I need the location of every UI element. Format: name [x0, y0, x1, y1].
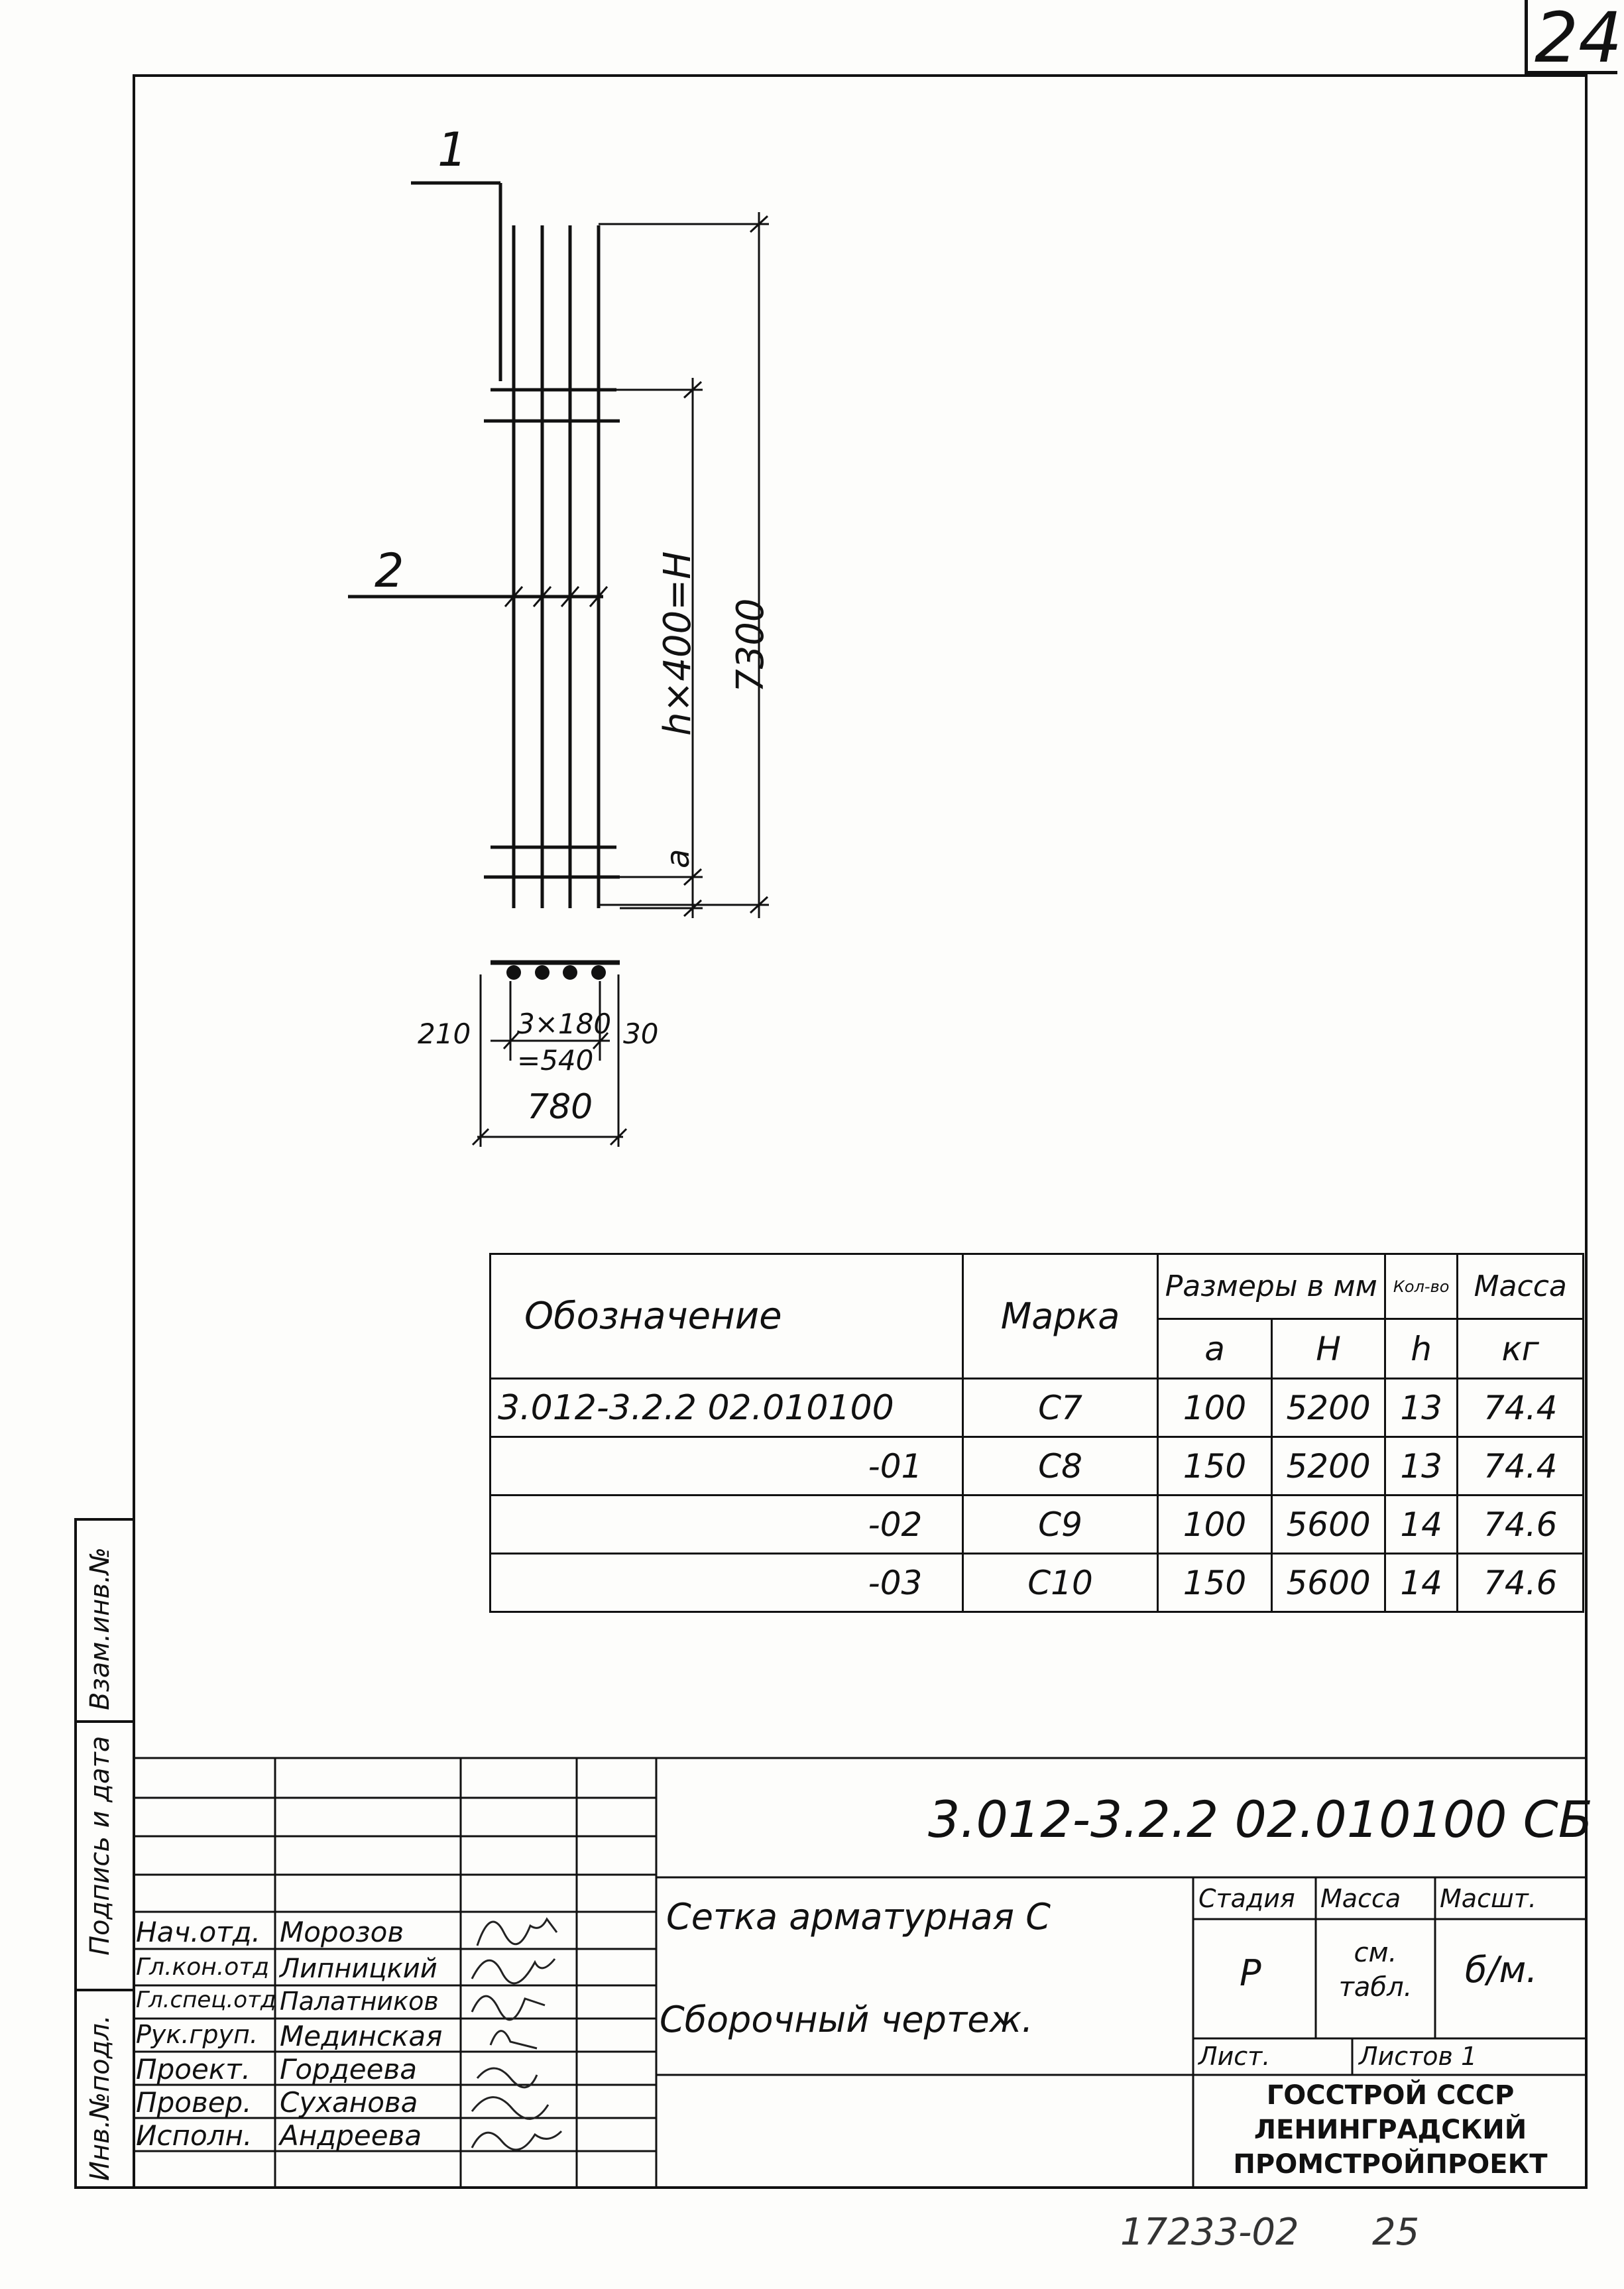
row-mark: C7	[962, 1378, 1159, 1438]
title-line-2: Сборочный чертеж.	[660, 1999, 1033, 2040]
header-H: H	[1271, 1318, 1386, 1379]
row-designation: -03	[489, 1553, 964, 1613]
signer-role: Гл.кон.отд	[136, 1954, 270, 1981]
side-strip-divider	[74, 1989, 133, 1991]
row-mass: 74.4	[1456, 1436, 1584, 1496]
header-dimensions: Размеры в мм	[1156, 1253, 1386, 1320]
archive-number: 17233-02	[1120, 2211, 1299, 2254]
sheet-number: 24	[1535, 0, 1623, 78]
side-strip-divider	[74, 1720, 133, 1723]
table-row: -02 C9 100 5600 14 74.6	[489, 1494, 1584, 1555]
page-number: 25	[1372, 2211, 1420, 2254]
signer-name: Липницкий	[280, 1954, 437, 1984]
row-h: 13	[1383, 1378, 1459, 1438]
header-a: a	[1156, 1318, 1273, 1379]
row-H: 5600	[1271, 1494, 1386, 1555]
mass-label: Масса	[1320, 1884, 1401, 1913]
bar-section	[563, 965, 577, 980]
header-mass-unit: кг	[1456, 1318, 1584, 1379]
row-H: 5200	[1271, 1378, 1386, 1438]
header-mark: Марка	[962, 1253, 1159, 1379]
dim-left: 210	[418, 1018, 471, 1050]
row-a: 150	[1156, 1436, 1273, 1496]
org-line-3: ПРОМСТРОЙПРОЕКТ	[1233, 2149, 1548, 2180]
row-a: 150	[1156, 1553, 1273, 1613]
signer-name: Морозов	[280, 1916, 404, 1948]
signer-name: Гордеева	[280, 2053, 417, 2085]
signature-scribble	[489, 2030, 538, 2050]
dim-width: 780	[527, 1087, 593, 1127]
spec-table: Обозначение Марка Размеры в мм Кол-во Ма…	[489, 1253, 1584, 1613]
doc-code: 3.012-3.2.2 02.010100 СБ	[928, 1790, 1593, 1849]
row-mark: C8	[962, 1436, 1159, 1496]
org-line-2: ЛЕНИНГРАДСКИЙ	[1253, 2115, 1527, 2145]
signer-role: Нач.отд.	[136, 1916, 261, 1948]
callout-1: 1	[437, 123, 467, 177]
row-designation: 3.012-3.2.2 02.010100	[489, 1378, 964, 1438]
dim-right: 30	[623, 1018, 659, 1050]
signer-name: Мединская	[280, 2020, 443, 2052]
side-strip	[74, 1518, 133, 2189]
row-mass: 74.4	[1456, 1378, 1584, 1438]
signer-role: Провер.	[136, 2086, 252, 2119]
signer-role: Гл.спец.отд	[136, 1987, 276, 2013]
drawing-frame	[133, 74, 1588, 2189]
row-H: 5600	[1271, 1553, 1386, 1613]
callout-2: 2	[375, 544, 404, 598]
table-row: -01 C8 150 5200 13 74.4	[489, 1436, 1584, 1496]
row-h: 13	[1383, 1436, 1459, 1496]
header-h: h	[1383, 1318, 1459, 1379]
row-designation: -01	[489, 1436, 964, 1496]
dimension-lines	[504, 212, 769, 918]
signature-scribble	[476, 1917, 558, 1946]
title-line-1: Сетка арматурная С	[666, 1896, 1051, 1938]
scale-value: б/м.	[1465, 1949, 1538, 1991]
mesh-lines	[348, 181, 620, 908]
table-row: 3.012-3.2.2 02.010100 C7 100 5200 13 74.…	[489, 1378, 1584, 1438]
signer-role: Рук.груп.	[136, 2020, 258, 2049]
org-line-1: ГОССТРОЙ СССР	[1266, 2080, 1515, 2111]
signature-scribble	[471, 1995, 546, 2021]
section-view	[471, 960, 628, 1147]
dim-spacing: 3×180	[517, 1008, 612, 1040]
scale-label: Масшт.	[1440, 1884, 1537, 1913]
row-H: 5200	[1271, 1436, 1386, 1496]
mass-value: см. табл.	[1338, 1938, 1413, 2003]
dim-spacing-total: =540	[517, 1044, 594, 1077]
row-h: 14	[1383, 1494, 1459, 1555]
header-mass: Масса	[1456, 1253, 1584, 1320]
sheet-number-box: 24	[1525, 0, 1622, 78]
bar-section	[506, 965, 521, 980]
signer-name: Андреева	[280, 2119, 422, 2152]
signer-role: Проект.	[136, 2053, 251, 2085]
row-mass: 74.6	[1456, 1494, 1584, 1555]
bar-section	[591, 965, 606, 980]
header-count: Кол-во	[1383, 1253, 1459, 1320]
sheet-label: Лист.	[1198, 2042, 1271, 2071]
signature-scribble	[471, 2130, 563, 2151]
row-h: 14	[1383, 1553, 1459, 1613]
table-row: -03 C10 150 5600 14 74.6	[489, 1553, 1584, 1613]
row-designation: -02	[489, 1494, 964, 1555]
signature-scribble	[476, 2067, 538, 2089]
signature-scribble	[471, 2096, 550, 2120]
header-designation: Обозначение	[489, 1253, 964, 1379]
stage-value: Р	[1240, 1952, 1261, 1994]
signer-name: Суханова	[280, 2086, 418, 2119]
sheets-label: Листов 1	[1359, 2042, 1478, 2071]
signer-role: Исполн.	[136, 2119, 253, 2152]
row-mark: C9	[962, 1494, 1159, 1555]
row-mass: 74.6	[1456, 1553, 1584, 1613]
row-a: 100	[1156, 1378, 1273, 1438]
signature-scribble	[471, 1958, 556, 1985]
row-mark: C10	[962, 1553, 1159, 1613]
bar-section	[535, 965, 550, 980]
row-a: 100	[1156, 1494, 1273, 1555]
stage-label: Стадия	[1198, 1884, 1295, 1913]
signer-name: Палатников	[280, 1987, 439, 2016]
org-block: ГОССТРОЙ СССР ЛЕНИНГРАДСКИЙ ПРОМСТРОЙПРО…	[1193, 2078, 1588, 2182]
